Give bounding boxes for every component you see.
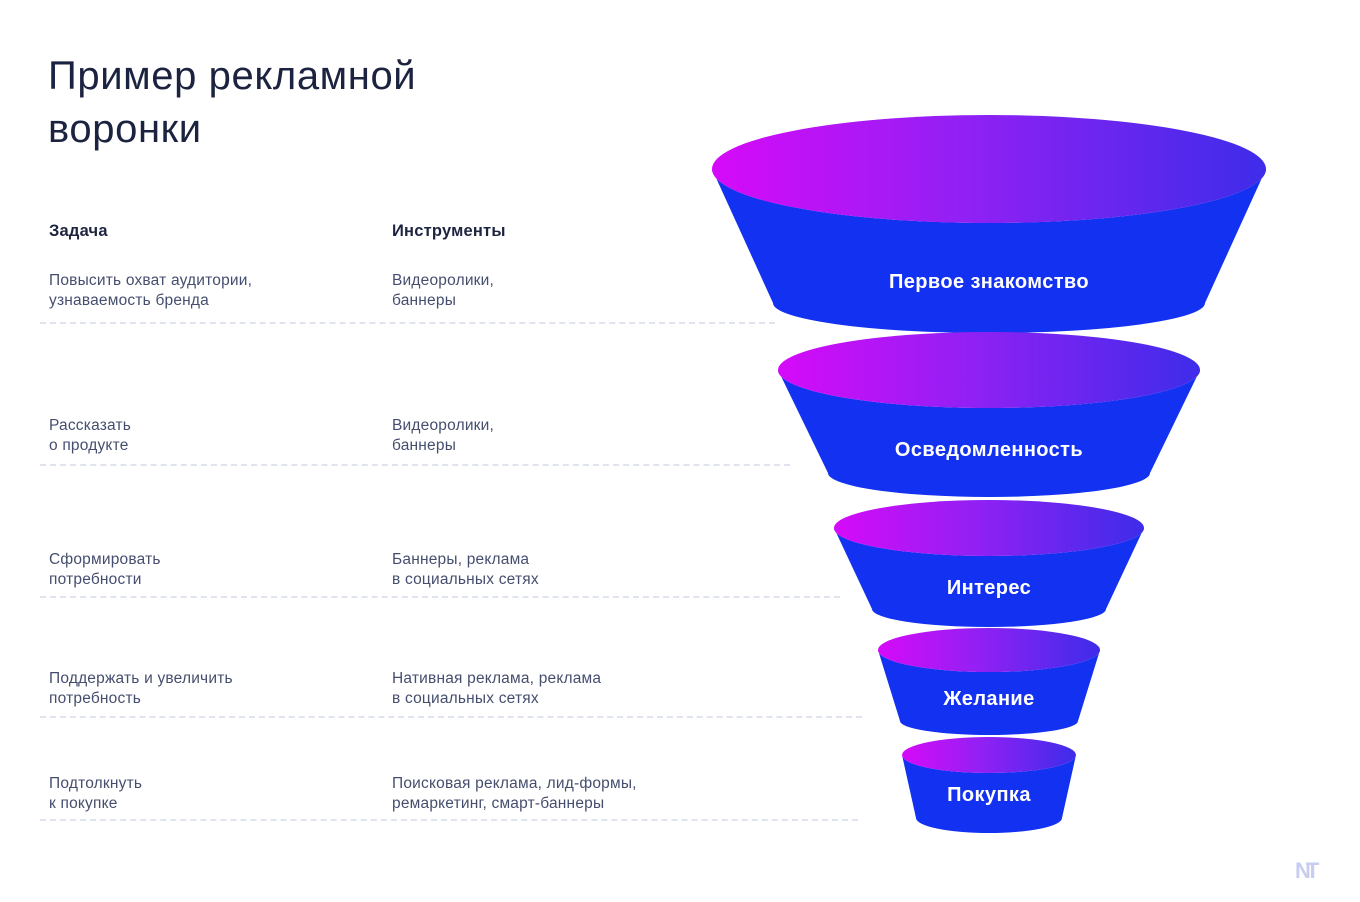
funnel-stage-5-top	[902, 737, 1076, 773]
table-cell-tools-4: Нативная реклама, реклама в социальных с…	[392, 670, 602, 707]
funnel-stage-4: Желание	[878, 628, 1100, 735]
funnel-stage-4-top	[878, 628, 1100, 672]
table-cell-tools-3: Баннеры, реклама в социальных сетях	[392, 551, 539, 588]
funnel-stage-5-label: Покупка	[947, 784, 1031, 806]
page-title-line-2: воронки	[48, 107, 202, 151]
page-title: Пример рекламной воронки	[48, 50, 416, 156]
row-divider	[40, 596, 840, 598]
row-divider	[40, 819, 858, 821]
funnel-stage-5: Покупка	[902, 737, 1076, 833]
funnel-stage-2-label: Осведомленность	[895, 439, 1083, 461]
row-divider	[40, 464, 790, 466]
table-cell-tools-5: Поисковая реклама, лид-формы, ремаркетин…	[392, 775, 637, 812]
funnel-stage-4-label: Желание	[942, 688, 1034, 710]
table-cell-task-2: Рассказать о продукте	[49, 417, 132, 454]
funnel-stage-2-body	[778, 370, 1200, 497]
funnel-stage-3-label: Интерес	[947, 577, 1031, 599]
funnel-stage-3-top	[834, 500, 1144, 556]
column-header-tools: Инструменты	[392, 222, 506, 240]
table-cell-tools-2: Видеоролики, баннеры	[392, 417, 495, 454]
page-title-line-1: Пример рекламной	[48, 54, 417, 98]
funnel-stage-1-label: Первое знакомство	[889, 271, 1089, 293]
funnel-stage-2: Осведомленность	[778, 332, 1200, 497]
funnel-stage-1-body	[712, 169, 1266, 333]
table-cell-task-4: Поддержать и увеличить потребность	[49, 670, 233, 707]
funnel-stage-3: Интерес	[834, 500, 1144, 627]
funnel-stage-4-body	[878, 650, 1100, 735]
funnel-stage-1: Первое знакомство	[712, 115, 1266, 333]
funnel-stage-5-body	[902, 755, 1076, 833]
funnel-stage-3-body	[834, 528, 1144, 627]
funnel-stage-1-top	[712, 115, 1266, 223]
table-cell-task-3: Сформировать потребности	[49, 551, 161, 588]
table-cell-task-1: Повысить охват аудитории, узнаваемость б…	[49, 272, 253, 309]
row-divider	[40, 322, 775, 324]
table-cell-task-5: Подтолкнуть к покупке	[49, 775, 143, 812]
nt-logo: NT	[1295, 858, 1319, 883]
table-cell-tools-1: Видеоролики, баннеры	[392, 272, 495, 309]
column-header-task: Задача	[49, 222, 108, 240]
row-divider	[40, 716, 862, 718]
funnel-stage-2-top	[778, 332, 1200, 408]
